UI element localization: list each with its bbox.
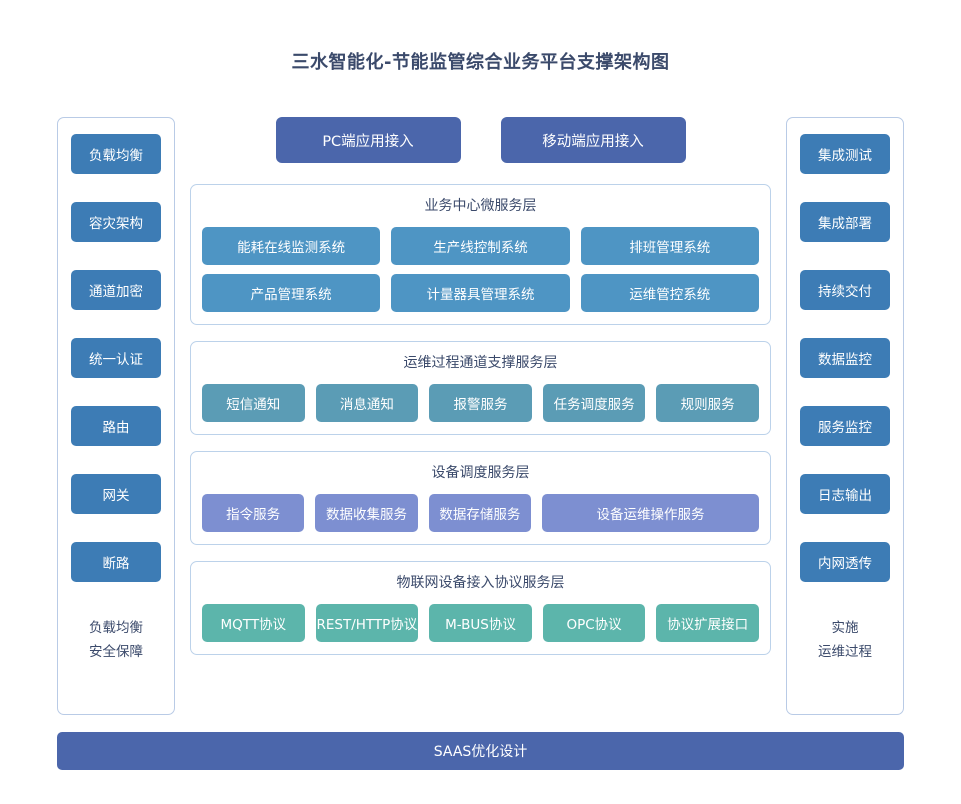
service-chip-sms-notify[interactable]: 短信通知 [202, 384, 305, 422]
layer-row: MQTT协议 REST/HTTP协议 M-BUS协议 OPC协议 协议扩展接口 [202, 604, 759, 642]
left-chip-channel-encrypt[interactable]: 通道加密 [71, 270, 161, 310]
layer-iot-protocol: 物联网设备接入协议服务层 MQTT协议 REST/HTTP协议 M-BUS协议 … [190, 561, 771, 655]
left-chip-circuit-breaker[interactable]: 断路 [71, 542, 161, 582]
layer-title-device-scheduling: 设备调度服务层 [431, 465, 530, 481]
protocol-chip-extension[interactable]: 协议扩展接口 [656, 604, 759, 642]
layer-row: 短信通知 消息通知 报警服务 任务调度服务 规则服务 [202, 384, 759, 422]
right-chip-continuous-delivery[interactable]: 持续交付 [800, 270, 890, 310]
right-chip-data-monitoring[interactable]: 数据监控 [800, 338, 890, 378]
protocol-chip-rest-http[interactable]: REST/HTTP协议 [315, 604, 419, 642]
left-footer-line-1: 负载均衡 [89, 620, 143, 636]
layer-title-iot-protocol: 物联网设备接入协议服务层 [396, 575, 565, 591]
right-chip-intranet-tunnel[interactable]: 内网透传 [800, 542, 890, 582]
layer-row: 指令服务 数据收集服务 数据存储服务 设备运维操作服务 [202, 494, 759, 532]
right-footer-line-2: 运维过程 [818, 644, 872, 660]
left-column-footer: 负载均衡 安全保障 [89, 616, 143, 664]
service-chip-command[interactable]: 指令服务 [202, 494, 305, 532]
service-chip-production-line[interactable]: 生产线控制系统 [391, 227, 570, 265]
right-chip-service-monitoring[interactable]: 服务监控 [800, 406, 890, 446]
service-chip-shift-management[interactable]: 排班管理系统 [580, 227, 759, 265]
entry-button-mobile[interactable]: 移动端应用接入 [500, 117, 686, 163]
bottom-bar-saas[interactable]: SAAS优化设计 [57, 732, 904, 770]
right-chip-integration-deploy[interactable]: 集成部署 [800, 202, 890, 242]
service-chip-data-collect[interactable]: 数据收集服务 [315, 494, 418, 532]
layer-business-center: 业务中心微服务层 能耗在线监测系统 生产线控制系统 排班管理系统 产品管理系统 … [190, 184, 771, 325]
entry-points-row: PC端应用接入 移动端应用接入 [190, 117, 771, 163]
left-chip-dr-architecture[interactable]: 容灾架构 [71, 202, 161, 242]
right-footer-line-1: 实施 [831, 620, 859, 636]
page-title: 三水智能化-节能监管综合业务平台支撑架构图 [291, 52, 670, 73]
left-chip-routing[interactable]: 路由 [71, 406, 161, 446]
right-column-footer: 实施 运维过程 [818, 616, 872, 664]
layer-title-ops-channel-support: 运维过程通道支撑服务层 [403, 355, 558, 371]
right-chip-log-output[interactable]: 日志输出 [800, 474, 890, 514]
left-footer-line-2: 安全保障 [89, 644, 143, 660]
layer-ops-channel-support: 运维过程通道支撑服务层 短信通知 消息通知 报警服务 任务调度服务 规则服务 [190, 341, 771, 435]
service-chip-alarm-service[interactable]: 报警服务 [429, 384, 532, 422]
right-chip-integration-test[interactable]: 集成测试 [800, 134, 890, 174]
service-chip-device-ops[interactable]: 设备运维操作服务 [542, 494, 759, 532]
service-chip-product-management[interactable]: 产品管理系统 [202, 274, 381, 312]
left-chip-gateway[interactable]: 网关 [71, 474, 161, 514]
service-chip-metering-device[interactable]: 计量器具管理系统 [391, 274, 570, 312]
service-chip-data-storage[interactable]: 数据存储服务 [428, 494, 532, 532]
service-chip-energy-monitoring[interactable]: 能耗在线监测系统 [202, 227, 381, 265]
layer-title-business-center: 业务中心微服务层 [424, 198, 537, 214]
service-chip-message-notify[interactable]: 消息通知 [315, 384, 419, 422]
layer-row: 能耗在线监测系统 生产线控制系统 排班管理系统 [202, 227, 759, 265]
protocol-chip-mqtt[interactable]: MQTT协议 [202, 604, 305, 642]
service-chip-task-scheduling[interactable]: 任务调度服务 [542, 384, 646, 422]
entry-button-pc[interactable]: PC端应用接入 [275, 117, 461, 163]
architecture-diagram: 负载均衡 容灾架构 通道加密 统一认证 路由 网关 断路 负载均衡 安全保障 P… [57, 117, 904, 770]
center-stack: PC端应用接入 移动端应用接入 业务中心微服务层 能耗在线监测系统 生产线控制系… [190, 117, 771, 715]
service-chip-ops-control[interactable]: 运维管控系统 [580, 274, 759, 312]
protocol-chip-mbus[interactable]: M-BUS协议 [429, 604, 532, 642]
left-chip-load-balance[interactable]: 负载均衡 [71, 134, 161, 174]
layer-device-scheduling: 设备调度服务层 指令服务 数据收集服务 数据存储服务 设备运维操作服务 [190, 451, 771, 545]
left-chip-unified-auth[interactable]: 统一认证 [71, 338, 161, 378]
protocol-chip-opc[interactable]: OPC协议 [542, 604, 646, 642]
left-support-column: 负载均衡 容灾架构 通道加密 统一认证 路由 网关 断路 负载均衡 安全保障 [57, 117, 175, 715]
layer-row: 产品管理系统 计量器具管理系统 运维管控系统 [202, 274, 759, 312]
right-support-column: 集成测试 集成部署 持续交付 数据监控 服务监控 日志输出 内网透传 实施 运维… [786, 117, 904, 715]
service-chip-rule-service[interactable]: 规则服务 [656, 384, 759, 422]
